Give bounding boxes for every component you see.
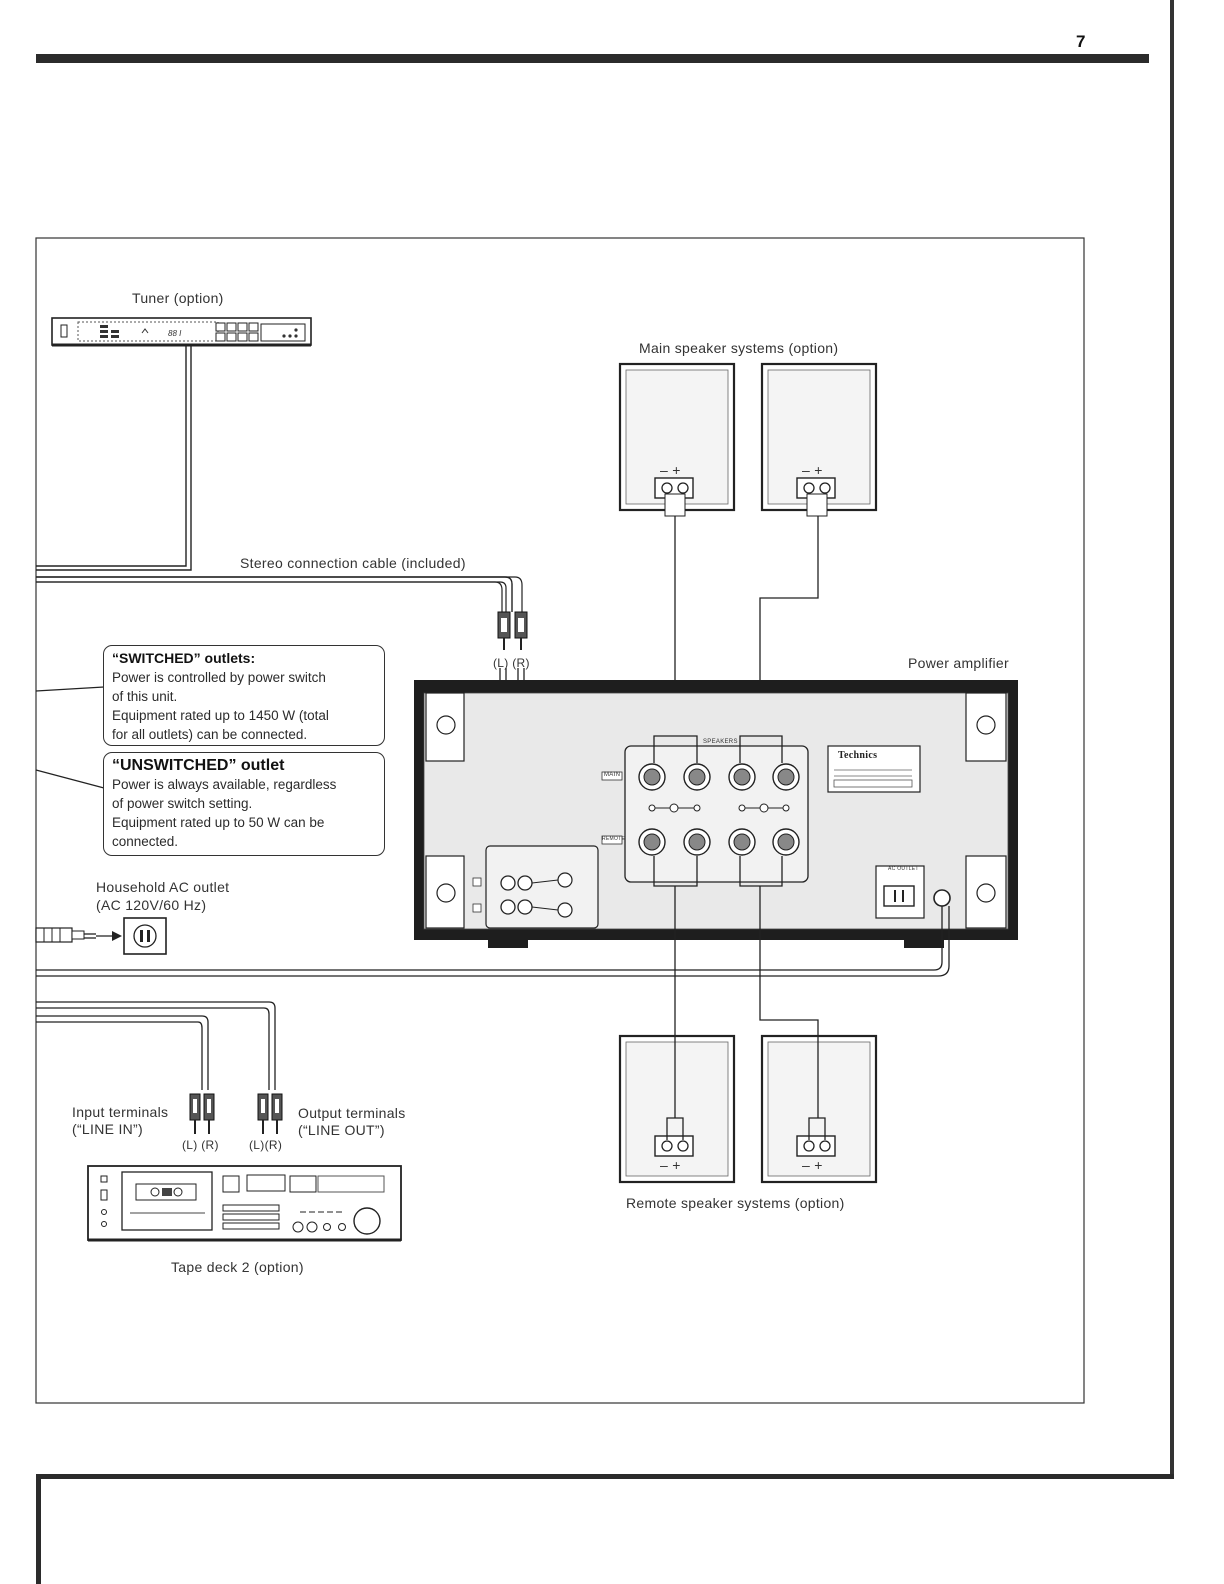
unswitched-line-2: of power switch setting. [112,796,253,811]
switched-line-3: Equipment rated up to 1450 W (total [112,708,329,723]
switched-line-2: of this unit. [112,689,178,704]
plug-lr-amp-label: (L) (R) [493,656,530,670]
amp-ac-outlet-label: AC OUTLET [888,866,919,872]
power-amplifier [414,680,1018,948]
main-left-polarity: – + [660,462,681,478]
plug-lr-input-label: (L) (R) [182,1138,219,1152]
tape-deck-device [87,1165,402,1242]
switched-title: “SWITCHED” outlets: [112,650,256,666]
remote-speaker-right [760,1034,878,1184]
input-terminals-label-2: (“LINE IN”) [72,1121,143,1137]
amp-main-label: MAIN [604,772,621,778]
rca-plugs-amp [497,611,528,650]
main-right-polarity: – + [802,462,823,478]
switched-line-1: Power is controlled by power switch [112,670,326,685]
remote-speakers-label: Remote speaker systems (option) [626,1195,845,1211]
brand-label: Technics [838,750,878,761]
amp-remote-label: REMOTE [602,836,626,842]
input-terminals-label-1: Input terminals [72,1104,169,1120]
tape-deck-label: Tape deck 2 (option) [171,1259,304,1275]
svg-text:88 I: 88 I [168,329,182,338]
rca-plugs-tape-output [257,1093,283,1134]
header-rule [36,54,1149,63]
output-terminals-label-2: (“LINE OUT”) [298,1122,385,1138]
remote-right-polarity: – + [802,1157,823,1173]
switched-line-4: for all outlets) can be connected. [112,727,308,742]
amp-speakers-label: SPEAKERS [703,739,738,745]
unswitched-line-4: connected. [112,834,179,849]
plug-lr-output-label: (L)(R) [249,1138,283,1152]
household-outlet-label-2: (AC 120V/60 Hz) [96,897,207,913]
tuner-device: 88 I [51,317,312,347]
bottom-left-edge [36,1474,41,1584]
unswitched-outlet-callout: “UNSWITCHED” outlet Power is always avai… [103,752,385,856]
rca-plugs-tape-input [189,1093,215,1134]
diagram-frame [35,237,1085,1404]
output-terminals-label-1: Output terminals [298,1105,406,1121]
household-plug [35,917,167,955]
tuner-label: Tuner (option) [132,290,224,306]
remote-left-polarity: – + [660,1157,681,1173]
household-outlet-label-1: Household AC outlet [96,879,230,895]
power-amplifier-label: Power amplifier [908,655,1009,671]
main-speaker-right [760,362,878,517]
unswitched-line-3: Equipment rated up to 50 W can be [112,815,325,830]
page-number: 7 [1076,32,1086,51]
switched-outlets-callout: “SWITCHED” outlets: Power is controlled … [103,645,385,746]
stereo-cable-label: Stereo connection cable (included) [240,555,466,571]
main-speaker-left [618,362,736,517]
right-page-edge [1170,0,1174,1478]
unswitched-line-1: Power is always available, regardless [112,777,337,792]
bottom-page-edge [36,1474,1174,1479]
main-speakers-label: Main speaker systems (option) [639,340,839,356]
remote-speaker-left [618,1034,736,1184]
unswitched-title: “UNSWITCHED” outlet [112,757,285,774]
